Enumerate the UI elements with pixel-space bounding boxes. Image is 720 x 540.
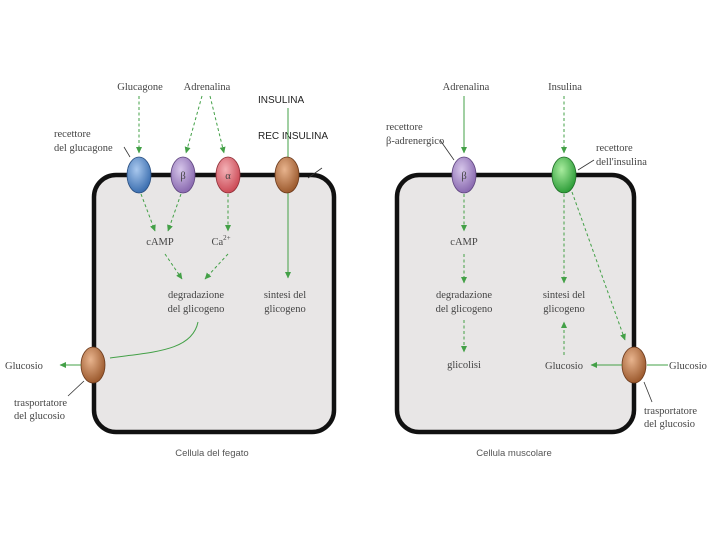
liver-transporter-leader <box>67 380 85 397</box>
muscle-cell: Adrenalina Insulina recettore β-adrenerg… <box>386 82 707 459</box>
muscle-transporter-label-2: del glucosio <box>644 419 695 430</box>
liver-glucose-label: Glucosio <box>5 361 43 372</box>
muscle-receptor-to-transporter-arrow <box>571 191 626 341</box>
insulin-receptor-leader <box>307 167 323 179</box>
muscle-insulin-receptor-icon <box>551 156 577 194</box>
insulin-receptor-label-1: recettore <box>596 143 633 154</box>
glucagon-receptor-label-1: recettore <box>54 129 91 140</box>
beta-adrenergic-receptor-leader <box>439 139 455 161</box>
muscle-synthesis-label-2: glicogeno <box>543 304 584 315</box>
muscle-beta-symbol: β <box>461 171 466 182</box>
liver-synthesis-label-2: glicogeno <box>264 304 305 315</box>
beta-adrenergic-receptor-label-1: recettore <box>386 122 423 133</box>
muscle-degradation-label-1: degradazione <box>436 290 492 301</box>
liver-transporter-label-2: del glucosio <box>14 411 65 422</box>
rec-insulina-annotation: REC INSULINA <box>258 131 328 142</box>
glucagon-receptor-icon <box>126 156 152 194</box>
muscle-adrenalina-label: Adrenalina <box>443 82 490 93</box>
adrenalina-to-alpha-arrow <box>209 95 226 154</box>
liver-degradation-label-2: del glicogeno <box>168 304 225 315</box>
adrenalina-label: Adrenalina <box>184 82 231 93</box>
muscle-glucose-transporter-icon <box>621 346 647 384</box>
muscle-beta-receptor-icon <box>451 156 477 194</box>
glucagone-label: Glucagone <box>117 82 163 93</box>
glycolysis-label: glicolisi <box>447 360 481 371</box>
muscle-cell-caption: Cellula muscolare <box>476 448 552 459</box>
liver-cell-membrane <box>91 172 337 435</box>
beta-receptor-to-camp-arrow <box>167 193 182 232</box>
glucagon-receptor-to-camp-arrow <box>140 193 156 232</box>
muscle-transporter-leader <box>643 381 653 403</box>
muscle-synthesis-label-1: sintesi del <box>543 290 585 301</box>
calcium-to-degradation-arrow <box>204 253 229 280</box>
liver-cell: Glucagone Adrenalina INSULINA REC INSULI… <box>5 82 337 459</box>
calcium-label: Ca2+ <box>211 234 230 248</box>
beta-symbol: β <box>180 171 185 182</box>
liver-cell-caption: Cellula del fegato <box>175 448 248 459</box>
muscle-insulina-label: Insulina <box>548 82 582 93</box>
camp-label: cAMP <box>146 237 174 248</box>
liver-transporter-label-1: trasportatore <box>14 398 67 409</box>
insulin-receptor-icon <box>274 156 300 194</box>
insulin-receptor-label-2: dell'insulina <box>596 157 647 168</box>
adrenalina-to-beta-arrow <box>184 95 203 154</box>
muscle-glucose-outside-label: Glucosio <box>669 361 707 372</box>
muscle-camp-label: cAMP <box>450 237 478 248</box>
glucagon-receptor-leader <box>123 146 131 158</box>
beta-adrenergic-receptor-label-2: β-adrenergico <box>386 136 444 147</box>
degradation-to-transporter-arrow <box>109 321 199 359</box>
muscle-insulin-receptor-leader <box>577 159 595 171</box>
insulina-annotation: INSULINA <box>258 95 304 106</box>
muscle-cell-membrane <box>394 172 637 435</box>
muscle-degradation-label-2: del glicogeno <box>436 304 493 315</box>
liver-synthesis-label-1: sintesi del <box>264 290 306 301</box>
liver-degradation-label-1: degradazione <box>168 290 224 301</box>
beta-receptor-icon <box>170 156 196 194</box>
muscle-glucose-inside-label: Glucosio <box>545 361 583 372</box>
muscle-transporter-label-1: trasportatore <box>644 406 697 417</box>
liver-glucose-transporter-icon <box>80 346 106 384</box>
alpha-receptor-icon <box>215 156 241 194</box>
glucagon-receptor-label-2: del glucagone <box>54 143 113 154</box>
alpha-symbol: α <box>225 171 231 182</box>
